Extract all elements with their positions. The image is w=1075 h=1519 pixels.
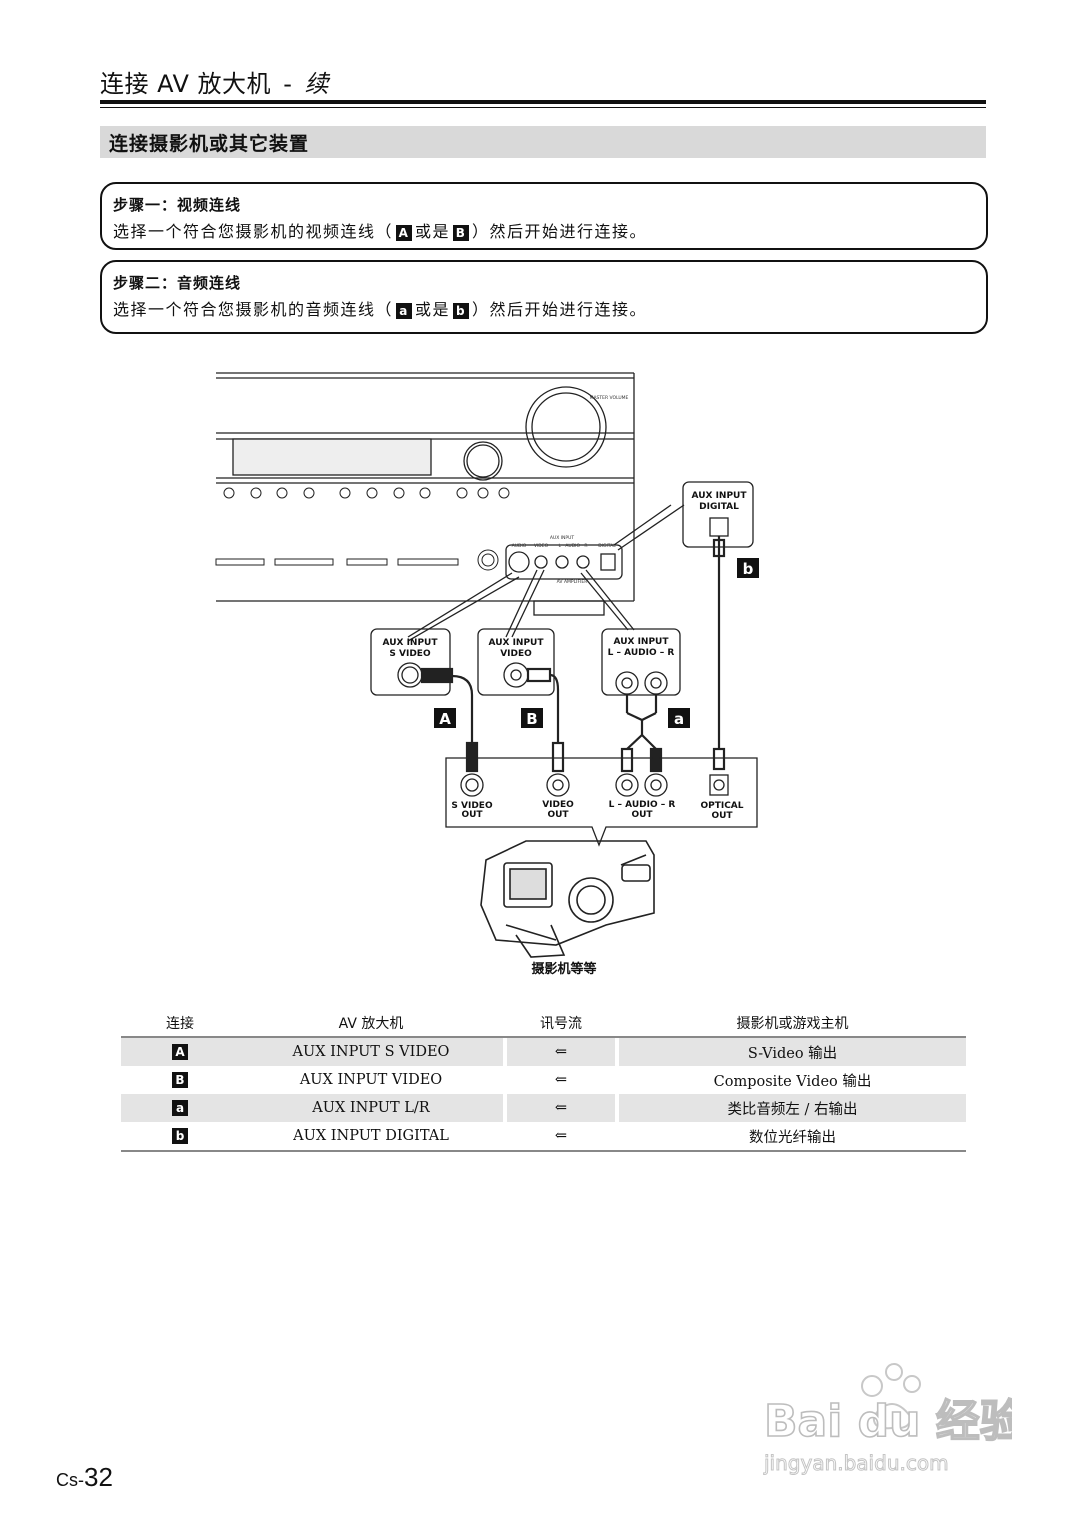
key-badge: A: [396, 224, 413, 241]
camera-output-panel: [445, 757, 758, 847]
watermark-url: jingyan.baidu.com: [763, 1451, 949, 1475]
diagram-key-b: b: [743, 560, 754, 578]
amp-video-label-2: VIDEO: [500, 649, 532, 659]
key-badge: b: [172, 1128, 188, 1144]
watermark-brand: Bai du 经验: [764, 1396, 1012, 1447]
paw-icon: [861, 1363, 921, 1430]
amp-svideo-label-2: S VIDEO: [389, 649, 431, 659]
baidu-watermark: Bai du 经验 jingyan.baidu.com: [763, 1363, 1012, 1476]
step-2-desc-after: ）然后开始进行连接。: [472, 300, 648, 319]
page-title-continued: 续: [304, 70, 330, 98]
table-cell-flow: ⇐: [507, 1122, 615, 1152]
table-cell-amp: AUX INPUT VIDEO: [299, 1072, 443, 1088]
table-row: a AUX INPUT L/R ⇐ 类比音频左 / 右输出: [121, 1094, 966, 1122]
step-1-desc-middle: 或是: [415, 222, 451, 241]
key-badge: B: [172, 1072, 188, 1088]
table-row: A AUX INPUT S VIDEO ⇐ S-Video 输出: [121, 1037, 966, 1066]
connection-key-badges: A B a b: [434, 558, 759, 728]
table-cell-flow: ⇐: [507, 1094, 615, 1122]
amp-audio-label-1: AUX INPUT: [614, 637, 670, 647]
amp-digital-label-1: AUX INPUT: [692, 491, 748, 501]
receiver-model-label: AV AMPLIFIER: [557, 579, 588, 585]
receiver-aux-input-label: AUX INPUT: [550, 535, 575, 541]
receiver-master-volume-label: MASTER VOLUME: [590, 395, 629, 401]
cam-video-label-1: VIDEO: [542, 800, 574, 810]
cam-video-label-2: OUT: [547, 810, 569, 820]
table-header-amp: AV 放大机: [239, 1010, 503, 1038]
step-1-title: 步骤一：视频连线: [113, 196, 242, 214]
step-2-desc-before: 选择一个符合您摄影机的音频连线（: [113, 300, 394, 319]
header-rule-thin: [100, 107, 986, 108]
cam-svideo-label-2: OUT: [461, 810, 483, 820]
table-cell-device: 数位光纤输出: [619, 1122, 966, 1152]
connection-diagram: AUX INPUT S VIDEO AUX INPUT VIDEO AUX IN…: [215, 372, 759, 977]
diagram-key-A: A: [439, 710, 451, 728]
table-cell-amp: AUX INPUT L/R: [239, 1094, 503, 1122]
cam-svideo-label-1: S VIDEO: [451, 801, 493, 811]
table-header-flow: 讯号流: [507, 1010, 615, 1038]
table-header-row: 连接 AV 放大机 讯号流 摄影机或游戏主机: [121, 1010, 966, 1038]
key-badge: b: [453, 302, 470, 319]
table-header-device: 摄影机或游戏主机: [619, 1010, 966, 1038]
key-badge: a: [396, 302, 413, 319]
key-badge: B: [453, 224, 470, 241]
table-cell-device: Composite Video 输出: [713, 1073, 872, 1090]
page-number: Cs-32: [56, 1462, 113, 1493]
table-header-connection: 连接: [121, 1010, 239, 1038]
callout-leaders: [407, 504, 685, 642]
page-title: 连接 AV 放大机 - 续: [100, 64, 329, 99]
camera-caption: 摄影机等等: [531, 961, 596, 977]
table-cell-flow: ⇐: [554, 1072, 568, 1088]
header-rule: [100, 100, 986, 104]
cam-optical-label-2: OUT: [711, 811, 733, 821]
amp-video-label-1: AUX INPUT: [489, 638, 545, 648]
page-number-prefix: Cs-: [56, 1470, 84, 1490]
key-badge: A: [172, 1044, 188, 1060]
amp-audio-label-2: L – AUDIO – R: [608, 648, 675, 658]
cam-audio-label-2: OUT: [631, 810, 653, 820]
table-cell-flow: ⇐: [507, 1037, 615, 1066]
step-2-title: 步骤二：音频连线: [113, 274, 242, 292]
page-title-text: 连接 AV 放大机: [100, 70, 272, 98]
key-badge: a: [172, 1100, 188, 1116]
diagram-key-a: a: [674, 710, 684, 728]
table-row: B AUX INPUT VIDEO ⇐ Composite Video 输出: [121, 1066, 966, 1094]
section-bar: [100, 126, 986, 158]
receiver-audio-label: AUDIO: [512, 543, 527, 549]
section-title: 连接摄影机或其它装置: [109, 133, 310, 155]
cables: [420, 536, 726, 773]
diagram-key-B: B: [526, 710, 537, 728]
av-receiver-illustration: [215, 372, 635, 616]
receiver-digital-label: DIGITAL: [598, 543, 616, 549]
camcorder-illustration: [480, 840, 655, 958]
amp-audio-box: [601, 628, 681, 696]
amp-digital-label-2: DIGITAL: [699, 502, 739, 512]
step-1-desc-before: 选择一个符合您摄影机的视频连线（: [113, 222, 394, 241]
table-cell-device: S-Video 输出: [619, 1037, 966, 1066]
table-cell-amp: AUX INPUT S VIDEO: [239, 1037, 503, 1066]
table-cell-device: 类比音频左 / 右输出: [619, 1094, 966, 1122]
cam-optical-label-1: OPTICAL: [700, 801, 743, 811]
table-cell-amp: AUX INPUT DIGITAL: [239, 1122, 503, 1152]
amp-svideo-box: [370, 628, 451, 696]
cam-audio-label-1: L – AUDIO – R: [609, 800, 676, 810]
page-number-value: 32: [84, 1462, 113, 1492]
table-row: b AUX INPUT DIGITAL ⇐ 数位光纤输出: [121, 1122, 966, 1152]
amp-video-box: [477, 628, 555, 696]
step-1-desc-after: ）然后开始进行连接。: [472, 222, 648, 241]
amp-svideo-label-1: AUX INPUT: [383, 638, 439, 648]
step-2-desc-middle: 或是: [415, 300, 451, 319]
receiver-video-label: VIDEO: [534, 543, 549, 549]
receiver-lr-label: L · AUDIO · R: [559, 543, 588, 549]
connection-table: 连接 AV 放大机 讯号流 摄影机或游戏主机 A AUX INPUT S VID…: [121, 1010, 966, 1152]
page-title-separator: -: [283, 70, 293, 98]
